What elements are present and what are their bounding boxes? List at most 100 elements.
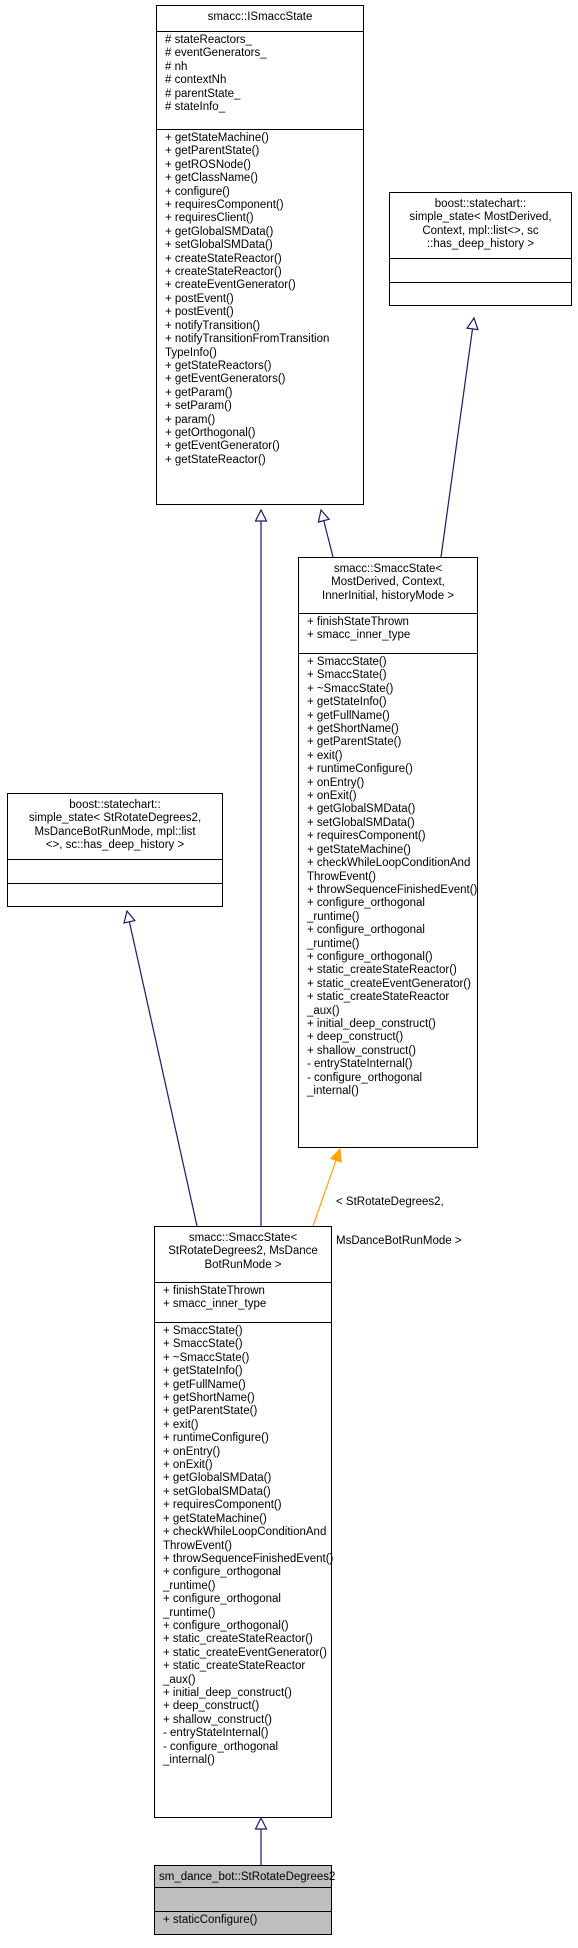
method-line: + configure_orthogonal [307, 924, 425, 937]
class-title: smacc::ISmaccState [157, 6, 363, 32]
class-name-line: boost::statechart:: [69, 799, 161, 811]
class-name-line: smacc::SmaccState< [188, 1232, 298, 1244]
class-methods [8, 884, 222, 908]
method-line: - configure_orthogonal [163, 1740, 279, 1753]
class-name-line: Context, mpl::list<>, sc [422, 224, 539, 237]
method-line: + postEvent() [165, 306, 234, 319]
method-line: + onEntry() [307, 776, 365, 789]
inheritance-edge-instance-to-ismaccstate-arrowhead [254, 508, 268, 522]
method-line: + createStateReactor() [165, 252, 282, 265]
method-line: + requiresComponent() [307, 830, 426, 843]
class-title: boost::statechart::simple_state< StRotat… [8, 794, 222, 860]
class-simple-state-generic[interactable]: boost::statechart::simple_state< MostDer… [389, 192, 572, 306]
template-binding-line: MsDanceBotRunMode > [336, 1235, 462, 1247]
method-line: + getEventGenerator() [165, 440, 280, 453]
class-smacc-state-instance[interactable]: smacc::SmaccState<StRotateDegrees2, MsDa… [154, 1226, 333, 1819]
method-line: + configure_orthogonal() [163, 1619, 289, 1632]
method-line: + shallow_construct() [163, 1713, 272, 1726]
class-attributes: + finishStateThrown+ smacc_inner_type [299, 614, 477, 654]
class-name-line: InnerInitial, historyMode > [322, 589, 454, 602]
method-line: + param() [165, 413, 216, 426]
method-line: + setParam() [165, 400, 232, 413]
template-instantiation-edge [312, 1160, 337, 1227]
class-methods: + getStateMachine()+ getParentState()+ g… [157, 130, 363, 506]
class-methods: + SmaccState()+ SmaccState()+ ~SmaccStat… [155, 1323, 333, 1819]
method-line: + setGlobalSMData() [165, 239, 273, 252]
method-line: _runtime() [307, 937, 360, 950]
method-line: + notifyTransitionFromTransition [165, 333, 330, 346]
method-line: + notifyTransition() [165, 319, 261, 332]
method-line: + getParentState() [163, 1405, 258, 1418]
method-line: + getOrthogonal() [165, 426, 256, 439]
class-attributes [8, 860, 222, 884]
method-line: - entryStateInternal() [163, 1727, 269, 1740]
class-methods: + staticConfigure() [155, 1912, 331, 1936]
attribute-line: + finishStateThrown [307, 616, 409, 628]
method-line: _aux() [307, 1004, 340, 1017]
method-line: + deep_construct() [307, 1031, 404, 1044]
method-line: + checkWhileLoopConditionAnd [307, 857, 471, 870]
method-line: + postEvent() [165, 292, 234, 305]
method-line: + getROSNode() [165, 158, 251, 171]
attribute-line: + smacc_inner_type [307, 629, 411, 642]
method-line: + static_createEventGenerator() [163, 1646, 327, 1659]
class-methods [390, 283, 571, 307]
method-line: + onEntry() [163, 1445, 221, 1458]
method-line: + getShortName() [307, 723, 399, 736]
method-line: + getGlobalSMData() [307, 803, 416, 816]
method-line: + setGlobalSMData() [307, 816, 415, 829]
attribute-line: # stateReactors_ [165, 34, 252, 46]
method-line: - configure_orthogonal [307, 1071, 423, 1084]
method-line: + getStateMachine() [163, 1512, 267, 1525]
class-attributes: + finishStateThrown+ smacc_inner_type [155, 1283, 331, 1323]
method-line: _internal() [307, 1085, 359, 1097]
method-line: + deep_construct() [163, 1700, 260, 1713]
method-line: + requiresComponent() [165, 199, 284, 212]
method-line: + ~SmaccState() [163, 1351, 250, 1364]
method-line: + SmaccState() [163, 1338, 243, 1351]
class-title: smacc::SmaccState<StRotateDegrees2, MsDa… [155, 1227, 331, 1283]
method-line: + runtimeConfigure() [163, 1432, 269, 1445]
method-line: + getEventGenerators() [165, 373, 286, 386]
class-name-line: simple_state< StRotateDegrees2, [28, 812, 202, 825]
class-smacc-state-template[interactable]: smacc::SmaccState<MostDerived, Context,I… [298, 557, 478, 1148]
attribute-line: # nh [165, 60, 188, 73]
class-name-line: <>, sc::has_deep_history > [45, 839, 185, 852]
method-line: + createStateReactor() [165, 266, 282, 279]
class-name-line: StRotateDegrees2, MsDance [168, 1245, 318, 1258]
class-ismacc-state[interactable]: smacc::ISmaccState# stateReactors_# even… [156, 5, 364, 505]
method-line: + configure_orthogonal [163, 1593, 281, 1606]
method-line: + staticConfigure() [163, 1914, 258, 1926]
method-line: + initial_deep_construct() [163, 1686, 292, 1699]
method-line: + getParentState() [307, 736, 402, 749]
class-title: smacc::SmaccState<MostDerived, Context,I… [299, 558, 477, 614]
template-binding-label: < StRotateDegrees2, MsDanceBotRunMode > [336, 1170, 462, 1261]
method-line: _aux() [163, 1673, 196, 1686]
class-name-line: boost::statechart:: [434, 198, 527, 210]
class-name-line: sm_dance_bot::StRotateDegrees2 [159, 1871, 336, 1883]
class-name-line: smacc::ISmaccState [207, 11, 313, 23]
method-line: + getGlobalSMData() [163, 1472, 272, 1485]
inheritance-edge-template-to-ismaccstate [323, 520, 334, 558]
method-line: ThrowEvent() [163, 1539, 233, 1552]
method-line: ThrowEvent() [307, 870, 377, 883]
class-simple-state-specific[interactable]: boost::statechart::simple_state< StRotat… [7, 793, 223, 907]
method-line: + getParentState() [165, 145, 260, 158]
attribute-line: # contextNh [165, 74, 227, 87]
method-line: + onExit() [307, 790, 357, 803]
method-line: + static_createStateReactor() [307, 964, 457, 977]
method-line: + createEventGenerator() [165, 279, 296, 292]
inheritance-edge-template-to-ismaccstate-arrowhead [317, 508, 331, 523]
class-name-line: MostDerived, Context, [331, 576, 445, 589]
class-attributes [390, 259, 571, 283]
class-attributes: # stateReactors_# eventGenerators_# nh# … [157, 32, 363, 130]
attribute-line: # stateInfo_ [165, 101, 226, 114]
inheritance-edge-instance-to-simplestate-arrowhead [123, 909, 136, 924]
method-line: + exit() [307, 749, 343, 762]
method-line: + getStateInfo() [307, 696, 387, 709]
method-line: + getGlobalSMData() [165, 225, 274, 238]
class-title: sm_dance_bot::StRotateDegrees2 [155, 1866, 336, 1888]
class-name-line: smacc::SmaccState< [333, 563, 443, 575]
class-st-rotate-degrees2[interactable]: sm_dance_bot::StRotateDegrees2+ staticCo… [154, 1865, 336, 1936]
template-instantiation-arrowhead [329, 1147, 342, 1163]
